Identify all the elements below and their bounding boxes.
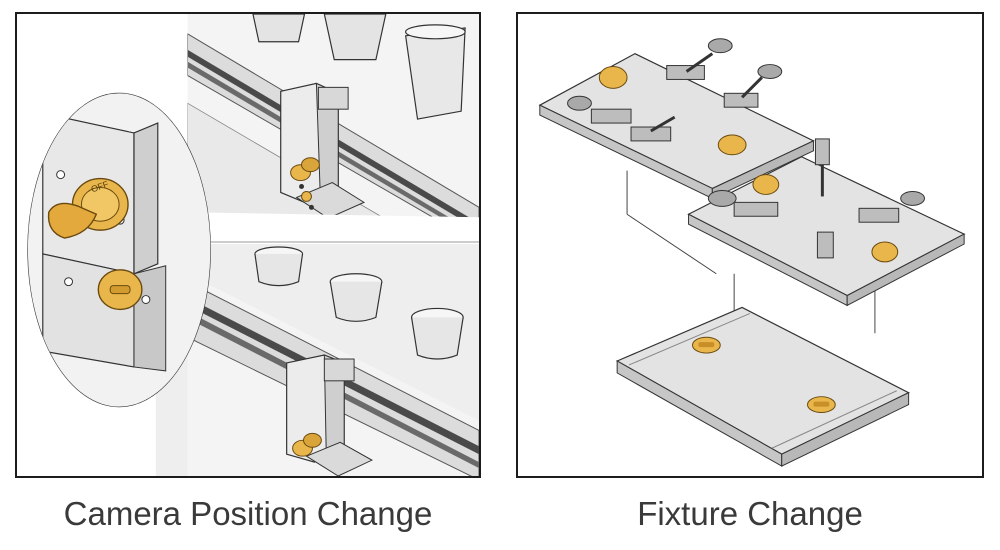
- cup-icon: [410, 307, 464, 360]
- lock-knob-icon: [290, 157, 320, 202]
- lock-knob-icon: [292, 432, 322, 457]
- fixture-plate-icon: [615, 306, 910, 467]
- caption-fixture-change: Fixture Change: [637, 495, 863, 532]
- lock-knob-icon: [692, 336, 836, 414]
- toggle-clamp-icon: [666, 38, 733, 80]
- lock-knob-icon: OFF: [47, 177, 129, 239]
- rail-scene-bottom: [187, 244, 479, 476]
- cup-icon: [252, 14, 306, 43]
- rail-scene-top: [187, 14, 479, 245]
- toggle-clamp-icon: [630, 115, 676, 142]
- caption-camera-position-change: Camera Position Change: [63, 495, 433, 532]
- lock-knob-icon: [752, 174, 899, 263]
- alignment-lines: [626, 170, 876, 334]
- camera-position-panel: OFF: [15, 12, 481, 478]
- cup-icon: [404, 24, 466, 120]
- magnified-detail: OFF: [27, 92, 211, 408]
- toggle-clamp-icon: [723, 64, 783, 108]
- fixture-change-panel: [516, 12, 984, 478]
- toggle-clamp-icon: [816, 231, 834, 259]
- fixture-change-illustration: [518, 14, 982, 476]
- cup-icon: [329, 273, 383, 322]
- lock-knob-icon: [598, 66, 747, 156]
- toggle-clamp-icon: [858, 190, 925, 223]
- lock-knob-icon: [97, 269, 143, 311]
- toggle-clamp-icon: [814, 138, 830, 197]
- toggle-clamp-icon: [567, 95, 632, 124]
- toggle-clamp-icon: [707, 189, 779, 217]
- camera-position-illustration: OFF: [17, 14, 479, 476]
- camera-bracket-icon: [286, 354, 374, 476]
- cup-icon: [323, 14, 387, 61]
- cup-icon: [254, 246, 304, 287]
